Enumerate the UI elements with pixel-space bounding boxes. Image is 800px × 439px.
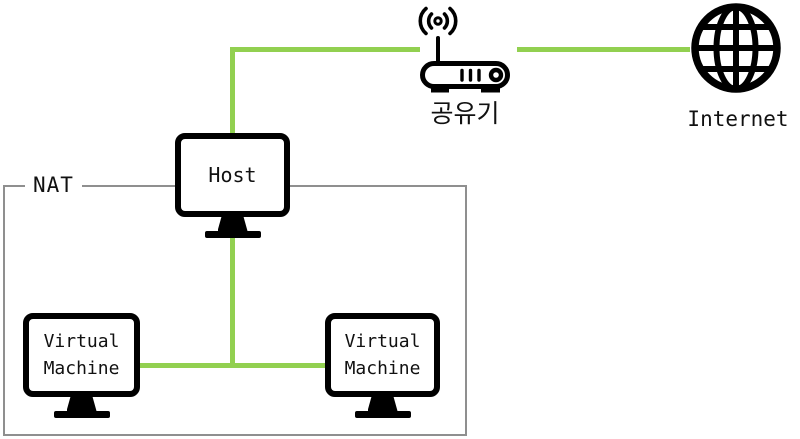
nat-label: NAT	[25, 172, 82, 198]
monitor-stand-base	[354, 411, 411, 418]
monitor-stand-neck	[217, 217, 248, 231]
vm-left-monitor-icon: Virtual Machine	[23, 313, 140, 418]
monitor-stand-neck	[66, 397, 97, 411]
vm-right-monitor-icon: Virtual Machine	[325, 313, 440, 418]
internet-label: Internet	[687, 107, 789, 131]
host-label: Host	[208, 163, 257, 187]
vm-left-monitor-screen: Virtual Machine	[23, 313, 140, 397]
router-label: 공유기	[430, 99, 500, 128]
monitor-stand-base	[53, 411, 110, 418]
host-monitor-screen: Host	[175, 133, 290, 217]
vm-right-label-line1: Virtual	[344, 331, 421, 352]
monitor-stand-neck	[367, 397, 398, 411]
monitor-stand-base	[204, 231, 261, 238]
vm-right-monitor-screen: Virtual Machine	[325, 313, 440, 397]
wifi-router-icon	[418, 6, 510, 93]
globe-icon	[691, 3, 781, 93]
vm-left-label-line2: Machine	[43, 358, 120, 379]
connection-router-internet-line	[517, 47, 690, 52]
connection-host-router-line	[230, 47, 420, 52]
vm-right-label-line2: Machine	[344, 358, 421, 379]
connection-vm-bus-line	[140, 363, 326, 368]
host-monitor-icon: Host	[175, 133, 290, 238]
vm-left-label-line1: Virtual	[43, 331, 120, 352]
